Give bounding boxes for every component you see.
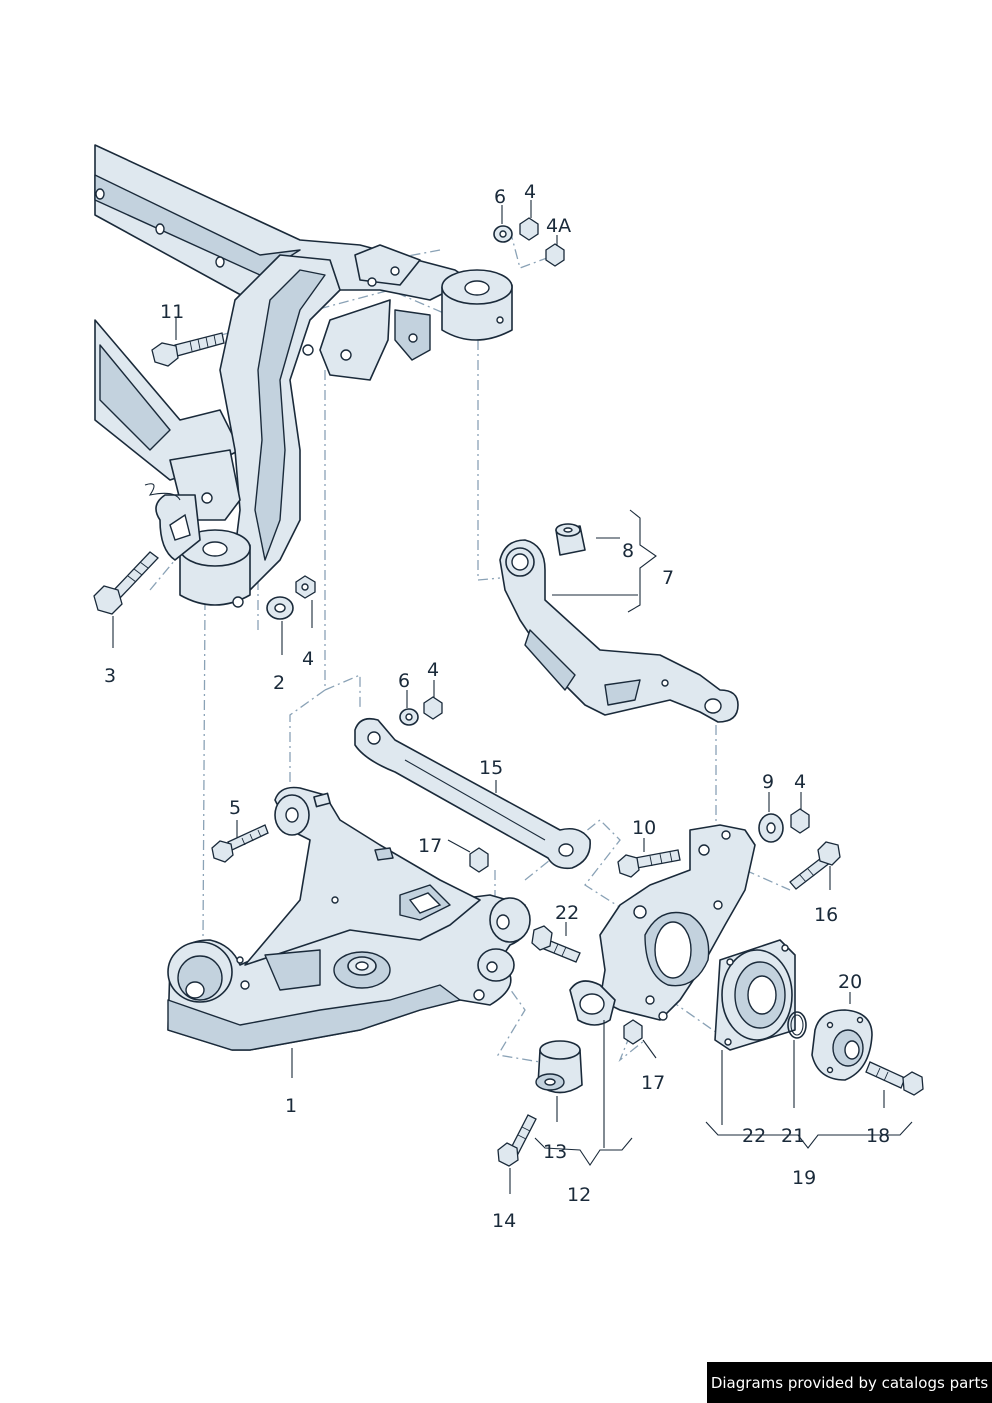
wheel-carrier-12 [535, 824, 756, 1094]
bolt-22-upper [531, 925, 581, 963]
callout-4-right: 4 [794, 771, 806, 793]
callout-13: 13 [543, 1141, 567, 1163]
misc-bolts [211, 808, 924, 1167]
callout-18: 18 [866, 1125, 890, 1147]
ring-21 [787, 1011, 807, 1039]
callout-3: 3 [104, 665, 116, 687]
callout-labels: 6 4 4A 11 8 7 3 4 2 6 4 15 9 4 5 10 17 1… [104, 181, 890, 1232]
nut-4-top [519, 217, 539, 241]
callout-6-top: 6 [494, 186, 506, 208]
callout-12: 12 [567, 1184, 591, 1206]
callout-22-lower: 22 [742, 1125, 766, 1147]
bolt-14 [497, 1114, 537, 1167]
callout-4-mid: 4 [427, 659, 439, 681]
callout-15: 15 [479, 757, 503, 779]
callout-6-mid: 6 [398, 670, 410, 692]
bolt-16 [789, 841, 841, 890]
callout-2: 2 [273, 672, 285, 694]
bolt-5 [211, 824, 269, 863]
nut-4-right [790, 808, 810, 834]
callout-17-lower: 17 [641, 1072, 665, 1094]
nut-17-upper [469, 847, 489, 873]
bolt-10 [617, 849, 681, 878]
callout-16: 16 [814, 904, 838, 926]
callout-10: 10 [632, 817, 656, 839]
callout-11: 11 [160, 301, 184, 323]
nut-17-lower [623, 1019, 643, 1045]
callout-22-upper: 22 [555, 902, 579, 924]
leader-lines [112, 200, 913, 1194]
callout-5: 5 [229, 797, 241, 819]
callout-4A: 4A [546, 215, 571, 237]
nut-4-mid [423, 696, 443, 720]
bolt-3 [93, 551, 159, 615]
callout-1: 1 [285, 1095, 297, 1117]
subframe [94, 144, 513, 608]
link-rod-15 [354, 696, 591, 870]
callout-14: 14 [492, 1210, 516, 1232]
callout-9: 9 [762, 771, 774, 793]
callout-20: 20 [838, 971, 862, 993]
lower-control-arm-1 [167, 786, 531, 1051]
wheel-hub-19 [714, 939, 873, 1081]
bolt-11 [151, 332, 225, 367]
callout-21: 21 [781, 1125, 805, 1147]
upper-control-arm-7 [499, 523, 739, 723]
callout-17-upper: 17 [418, 835, 442, 857]
callout-8: 8 [622, 540, 634, 562]
subframe-fasteners [93, 217, 565, 620]
nut-4A [545, 243, 565, 267]
callout-7: 7 [662, 567, 674, 589]
callout-19: 19 [792, 1167, 816, 1189]
bolt-18 [865, 1061, 924, 1096]
callout-4-left: 4 [302, 648, 314, 670]
attribution-footer: Diagrams provided by catalogs parts [707, 1362, 992, 1403]
callout-4-top: 4 [524, 181, 536, 203]
